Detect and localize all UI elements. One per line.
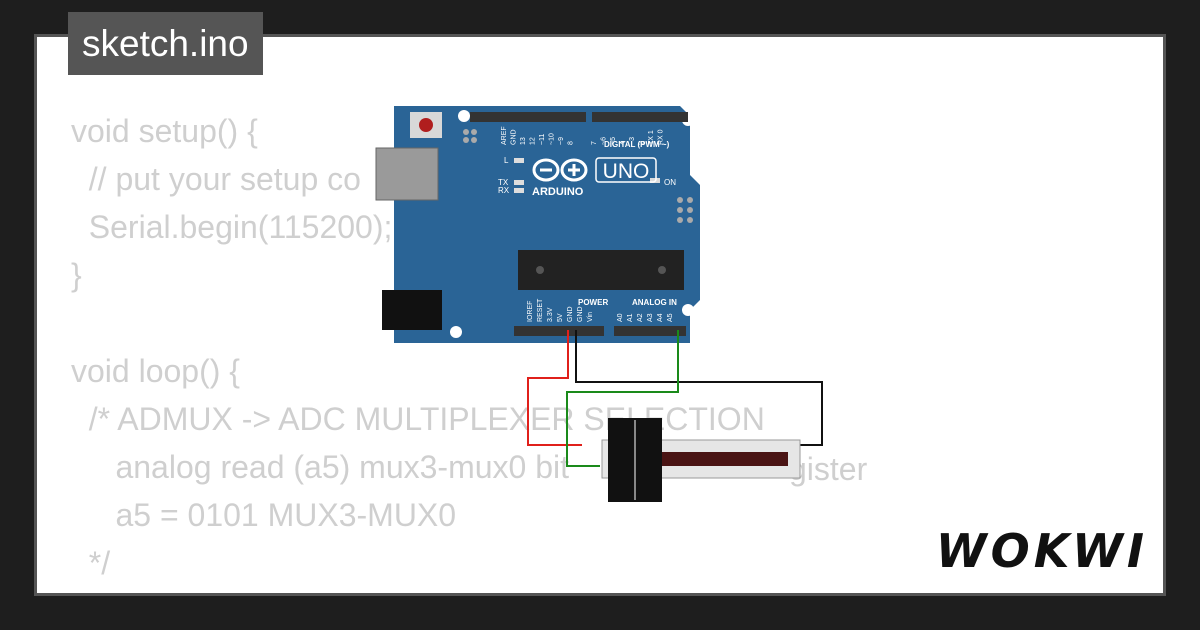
pin-label: TX 1: [648, 130, 655, 145]
analog-header-label: ANALOG IN: [632, 298, 677, 307]
pin-label: IOREF: [527, 301, 534, 322]
pin-label: RX 0: [658, 129, 665, 145]
pin-label: RESET: [537, 298, 544, 322]
atmega-chip: [518, 250, 684, 290]
file-tab[interactable]: sketch.ino: [68, 12, 263, 75]
wokwi-logo: WOKWI: [936, 524, 1148, 578]
pin-label: GND: [577, 306, 584, 322]
pin-label: Vin: [587, 312, 594, 322]
pin-label: AREF: [501, 126, 508, 145]
code-line: a5 = 0101 MUX3-MUX0: [71, 497, 457, 533]
analog-header: [614, 326, 686, 336]
ground-wire[interactable]: [575, 330, 823, 446]
code-line: void loop() {: [71, 353, 240, 389]
on-label: ON: [664, 178, 676, 187]
digital-header-label: DIGITAL (PWM ~): [604, 140, 670, 149]
pin-label: A1: [627, 313, 634, 322]
signal-wire[interactable]: [566, 330, 679, 467]
pin-label: GND: [567, 306, 574, 322]
code-line: */: [71, 545, 111, 581]
pin-label: A4: [657, 313, 664, 322]
rx-label: RX: [498, 186, 510, 195]
tx-led: [514, 180, 524, 185]
power-header: [514, 326, 604, 336]
pin-label: ~5: [610, 137, 617, 145]
pin-label: 7: [591, 141, 598, 145]
power-jack: [382, 290, 442, 330]
pin-label: ~11: [539, 134, 546, 145]
wokwi-logo-text: WOKWI: [935, 524, 1148, 578]
board-model: UNO: [603, 160, 650, 183]
pin-label: A3: [647, 313, 654, 322]
code-editor: void setup() { // put your setup co Seri…: [71, 107, 765, 593]
code-line: analog read (a5) mux3-mux0 bit: [71, 449, 570, 485]
digital-header-left: [470, 112, 586, 122]
pin-label: ~6: [601, 137, 608, 145]
uno-badge: [595, 157, 657, 183]
code-line: void setup() {: [71, 113, 258, 149]
code-line: // put your setup co: [71, 161, 361, 197]
code-line: /* ADMUX -> ADC MULTIPLEXER SELECTION: [71, 401, 765, 437]
power-header-label: POWER: [578, 298, 608, 307]
pin-label: ~9: [558, 137, 565, 145]
rx-led: [514, 188, 524, 193]
arduino-uno-board[interactable]: UNO ARDUINO DIGITAL (PWM ~) POWER ANALOG…: [375, 106, 700, 343]
pin-label: 2: [639, 141, 646, 145]
digital-header-right: [592, 112, 688, 122]
pin-label: ~3: [629, 137, 636, 145]
arduino-infinity-logo: [532, 158, 588, 182]
slide-potentiometer[interactable]: [601, 418, 801, 502]
pin-label: 13: [520, 137, 527, 145]
pin-label: A5: [667, 313, 674, 322]
pin-label: ~10: [549, 133, 556, 145]
pin-label: GND: [511, 129, 518, 145]
pin-label: 3.3V: [547, 307, 554, 322]
pin-label: A0: [617, 313, 624, 322]
pin-label: 4: [620, 141, 627, 145]
pin-label: 8: [568, 141, 575, 145]
usb-port: [375, 147, 439, 201]
pin-label: A2: [637, 313, 644, 322]
code-line-tail: gister: [789, 451, 868, 487]
pin-label: 5V: [557, 313, 564, 322]
code-line: }: [71, 257, 82, 293]
pin-label: 12: [530, 137, 537, 145]
tx-label: TX: [498, 178, 509, 187]
l-label: L: [504, 156, 509, 165]
board-brand: ARDUINO: [532, 186, 584, 198]
l-led: [514, 158, 524, 163]
power-wire[interactable]: [527, 330, 582, 446]
code-line: Serial.begin(115200);: [71, 209, 393, 245]
